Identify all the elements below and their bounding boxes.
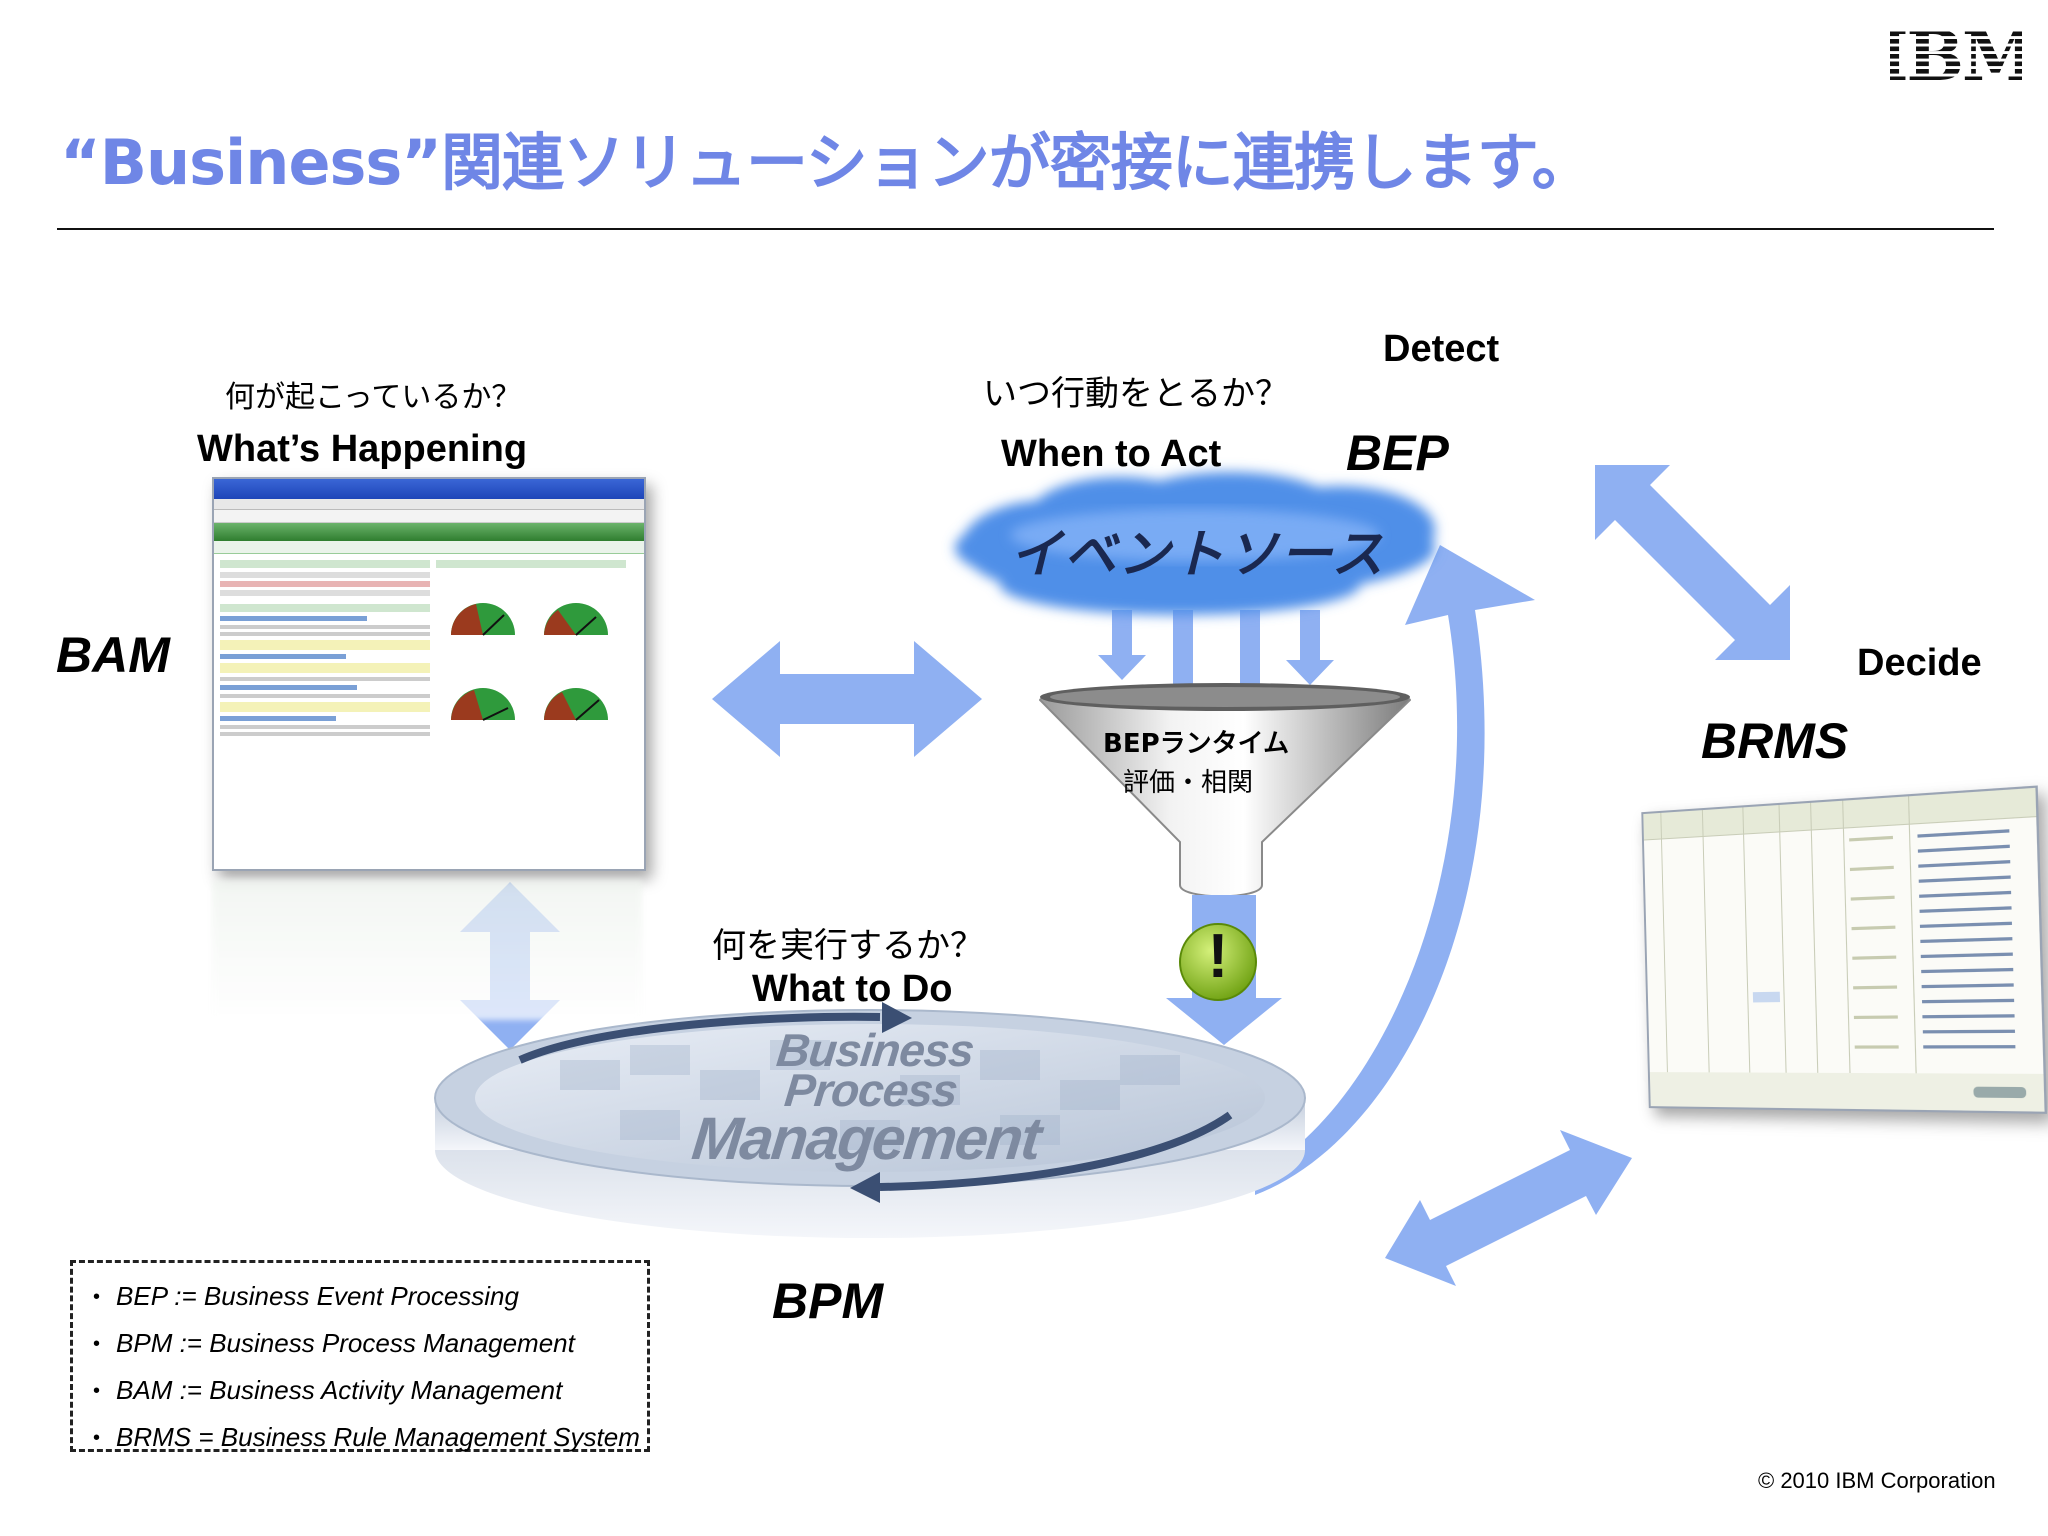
bpm-disk-text: Business Process Management bbox=[633, 1024, 1108, 1172]
portal-tabs bbox=[214, 541, 644, 554]
portal-header bbox=[214, 523, 644, 541]
ibm-logo: IBM bbox=[1890, 24, 2022, 86]
brms-label: BRMS bbox=[1701, 713, 1849, 769]
bep-runtime-funnel bbox=[1038, 683, 1412, 898]
bep-brms-double-arrow bbox=[1595, 465, 1790, 660]
bam-screenshot-reflection bbox=[212, 880, 642, 1020]
bep-runtime-label: BEPランタイム bbox=[1103, 729, 1290, 759]
bam-phrase: What’s Happening bbox=[197, 428, 528, 470]
bpm-label: BPM bbox=[772, 1273, 884, 1329]
bam-label: BAM bbox=[56, 627, 170, 683]
decide-label: Decide bbox=[1857, 642, 1982, 684]
alerts-panel bbox=[220, 560, 430, 750]
gauge-icon bbox=[544, 603, 608, 636]
menu-bar bbox=[214, 499, 644, 510]
copyright: © 2010 IBM Corporation bbox=[1758, 1468, 1996, 1493]
address-bar bbox=[214, 510, 644, 523]
bam-bep-double-arrow bbox=[712, 641, 982, 757]
bep-runtime-sublabel: 評価・相関 bbox=[1123, 768, 1254, 798]
bam-dashboard-screenshot bbox=[212, 477, 646, 871]
gauge-icon bbox=[451, 603, 515, 636]
decision-table bbox=[1643, 787, 2045, 1112]
gauge-icon bbox=[544, 688, 608, 721]
brms-rules-screenshot bbox=[1641, 785, 2048, 1114]
bpm-disk-line-2: Process bbox=[782, 1064, 960, 1116]
event-flow-arrows bbox=[1098, 610, 1334, 720]
bpm-process-disk bbox=[434, 1002, 1306, 1238]
bpm-to-bep-curved-arrow bbox=[1255, 545, 1535, 1195]
window-titlebar bbox=[214, 479, 644, 499]
acronym-legend: BEP := Business Event Processing BPM := … bbox=[70, 1260, 650, 1452]
bpm-phrase: What to Do bbox=[752, 968, 953, 1010]
event-source-label: イベントソース bbox=[1010, 525, 1386, 585]
alert-symbol: ! bbox=[1207, 922, 1229, 991]
gauge-panel bbox=[436, 560, 626, 721]
bpm-brms-double-arrow bbox=[1385, 1130, 1632, 1286]
bep-question: いつ行動をとるか？ bbox=[983, 374, 1289, 414]
legend-item-bpm: BPM := Business Process Management bbox=[93, 1320, 647, 1367]
bep-label: BEP bbox=[1346, 425, 1449, 481]
alert-icon bbox=[1179, 923, 1257, 1001]
gauge-icon bbox=[451, 688, 515, 721]
bpm-disk-line-3: Management bbox=[688, 1105, 1043, 1172]
slide-title: “Business”関連ソリューションが密接に連携します。 bbox=[60, 126, 1594, 199]
title-divider bbox=[57, 228, 1994, 230]
legend-item-bam: BAM := Business Activity Management bbox=[93, 1367, 647, 1414]
legend-item-bep: BEP := Business Event Processing bbox=[93, 1273, 647, 1320]
bep-phrase: When to Act bbox=[1001, 433, 1222, 475]
bam-question: 何が起こっているか？ bbox=[225, 380, 522, 415]
event-source-cloud bbox=[955, 472, 1435, 615]
detect-label: Detect bbox=[1383, 328, 1500, 370]
bpm-question: 何を実行するか？ bbox=[712, 926, 984, 966]
ibm-logo-text: IBM bbox=[1890, 24, 2022, 86]
legend-item-brms: BRMS = Business Rule Management System bbox=[93, 1414, 647, 1461]
